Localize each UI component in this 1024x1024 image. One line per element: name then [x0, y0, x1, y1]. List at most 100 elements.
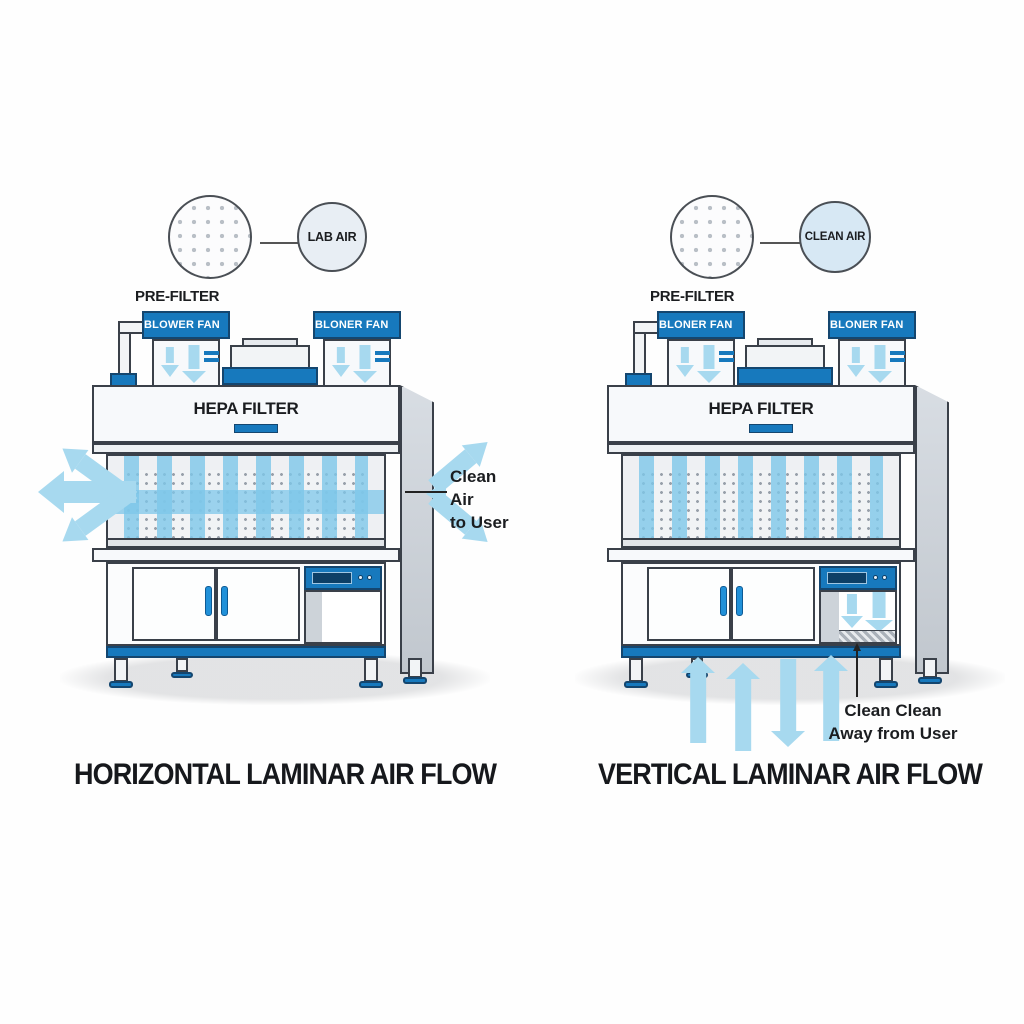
control-panel-display [312, 572, 352, 584]
blower-fan-label: BLONER FAN [315, 319, 389, 331]
cabinet-leg [629, 658, 643, 682]
open-compartment [304, 590, 382, 644]
pre-filter-label: PRE-FILTER [135, 288, 220, 305]
hepa-indicator-bar [749, 424, 793, 433]
down-arrow-icon [771, 659, 805, 747]
down-arrow-icon [697, 345, 721, 383]
vertical-flow-title: VERTICAL LAMINAR AIR FLOW [598, 758, 983, 791]
exhaust-grate [839, 630, 895, 642]
leveling-foot [918, 677, 942, 684]
note-callout-line [405, 491, 447, 493]
hepa-lower-deck [92, 443, 400, 454]
down-arrow-icon [841, 594, 863, 628]
left-arrow-head [38, 471, 64, 513]
filter-vents-icon [890, 351, 905, 365]
vertical-flow-cabinet: PRE-FILTER BLONER FAN BLONER FAN HEPA FI… [545, 285, 1024, 765]
hepa-lower-deck [607, 443, 915, 454]
note-line1: Clean Air [450, 467, 497, 509]
cabinet-leg [923, 658, 937, 678]
note-line2: to User [450, 513, 509, 532]
down-arrow-icon [353, 345, 377, 383]
air-columns [639, 456, 883, 538]
blower-fan-label: BLONER FAN [659, 319, 733, 331]
horizontal-air-band [108, 490, 384, 514]
control-button [882, 575, 887, 580]
cabinet-door-left [132, 567, 216, 641]
cabinet-door-right [731, 567, 815, 641]
clean-air-note: Clean Air to User [450, 465, 520, 534]
filter-vents-icon [204, 351, 219, 365]
leveling-foot [171, 672, 193, 678]
hepa-indicator-bar [234, 424, 278, 433]
filter-vents-icon [719, 351, 734, 365]
blower-fan-label: BLOWER FAN [144, 319, 220, 331]
cabinet-leg [176, 658, 188, 672]
down-arrow-icon [182, 345, 206, 383]
control-panel-display [827, 572, 867, 584]
cabinet-door-right [216, 567, 300, 641]
note-callout-arrowhead [853, 643, 861, 651]
arrow-shaft [760, 242, 804, 244]
leveling-foot [359, 681, 383, 688]
dirty-air-particles-icon [670, 195, 754, 279]
blower-fan-label: BLONER FAN [830, 319, 904, 331]
blower-fan-box-left: BLOWER FAN [142, 311, 230, 339]
clean-away-note: Clean Clean Away from User [793, 699, 993, 745]
hepa-filter-box: HEPA FILTER [607, 385, 915, 443]
fan-canister-right [838, 339, 906, 387]
open-compartment [819, 590, 897, 644]
control-panel [819, 566, 897, 590]
work-chamber [621, 454, 901, 548]
door-handle [736, 586, 743, 616]
horizontal-flow-title: HORIZONTAL LAMINAR AIR FLOW [74, 758, 497, 791]
fan-canister-right [323, 339, 391, 387]
leveling-foot [109, 681, 133, 688]
clean-air-circle: CLEAN AIR [799, 201, 871, 273]
base-cabinet [106, 562, 386, 646]
dirty-air-particles-icon [168, 195, 252, 279]
worktop [92, 548, 400, 562]
down-arrow-icon [868, 345, 892, 383]
chamber-floor [108, 538, 384, 546]
cabinet-leg [364, 658, 378, 682]
down-arrow-icon [676, 347, 694, 377]
up-arrow-icon [681, 657, 715, 743]
work-chamber [106, 454, 386, 548]
base-cabinet [621, 562, 901, 646]
blower-fan-box-right: BLONER FAN [313, 311, 401, 339]
cabinet-side-panel [400, 385, 434, 674]
up-arrow-icon [814, 655, 848, 741]
blower-fan-box-right: BLONER FAN [828, 311, 916, 339]
control-button [367, 575, 372, 580]
note-line2: Away from User [828, 724, 958, 743]
note-line1: Clean Clean [844, 701, 942, 720]
worktop [607, 548, 915, 562]
cabinet-leg [408, 658, 422, 678]
leveling-foot [874, 681, 898, 688]
control-button [358, 575, 363, 580]
hepa-filter-label: HEPA FILTER [708, 399, 814, 418]
lab-air-label: LAB AIR [307, 230, 357, 244]
lab-air-circle: LAB AIR [297, 202, 367, 272]
door-handle [221, 586, 228, 616]
up-arrow-icon [726, 663, 760, 751]
down-arrow-icon [847, 347, 865, 377]
down-arrow-icon [161, 347, 179, 377]
kick-strip [106, 646, 386, 658]
control-button [873, 575, 878, 580]
door-handle [720, 586, 727, 616]
chamber-floor [623, 538, 899, 546]
cabinet-side-panel [915, 385, 949, 674]
down-arrow-icon [865, 592, 893, 632]
door-handle [205, 586, 212, 616]
motor-base [222, 367, 318, 385]
fan-canister-left [667, 339, 735, 387]
leveling-foot [403, 677, 427, 684]
pre-filter-label: PRE-FILTER [650, 288, 735, 305]
leveling-foot [624, 681, 648, 688]
control-panel [304, 566, 382, 590]
cabinet-door-left [647, 567, 731, 641]
hepa-filter-label: HEPA FILTER [193, 399, 299, 418]
blower-fan-box-left: BLONER FAN [657, 311, 745, 339]
compartment-side-wall [821, 592, 839, 642]
